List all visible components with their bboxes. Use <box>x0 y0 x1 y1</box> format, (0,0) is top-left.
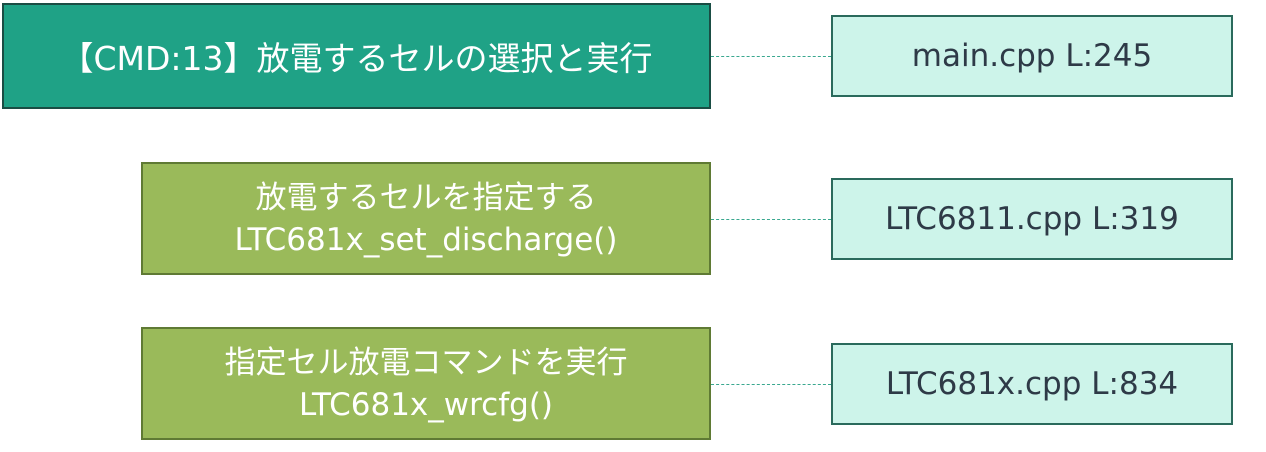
command-box: 【CMD:13】放電するセルの選択と実行 <box>2 3 711 109</box>
step-reference: LTC681x.cpp L:834 <box>885 366 1179 402</box>
step-function: LTC681x_wrcfg() <box>298 386 554 423</box>
step-description: 放電するセルを指定する <box>255 179 597 216</box>
step-connector-set-discharge <box>711 219 831 220</box>
command-reference-box: main.cpp L:245 <box>831 15 1233 97</box>
step-box-wrcfg: 指定セル放電コマンドを実行 LTC681x_wrcfg() <box>141 327 711 440</box>
step-box-set-discharge: 放電するセルを指定する LTC681x_set_discharge() <box>141 162 711 275</box>
step-reference-box-wrcfg: LTC681x.cpp L:834 <box>831 343 1233 425</box>
step-connector-wrcfg <box>711 384 831 385</box>
command-reference: main.cpp L:245 <box>911 38 1153 74</box>
step-description: 指定セル放電コマンドを実行 <box>224 344 628 381</box>
step-reference-box-set-discharge: LTC6811.cpp L:319 <box>831 178 1233 260</box>
step-function: LTC681x_set_discharge() <box>234 221 618 258</box>
command-title: 【CMD:13】放電するセルの選択と実行 <box>60 39 653 78</box>
step-reference: LTC6811.cpp L:319 <box>885 201 1179 237</box>
command-connector <box>711 56 831 57</box>
